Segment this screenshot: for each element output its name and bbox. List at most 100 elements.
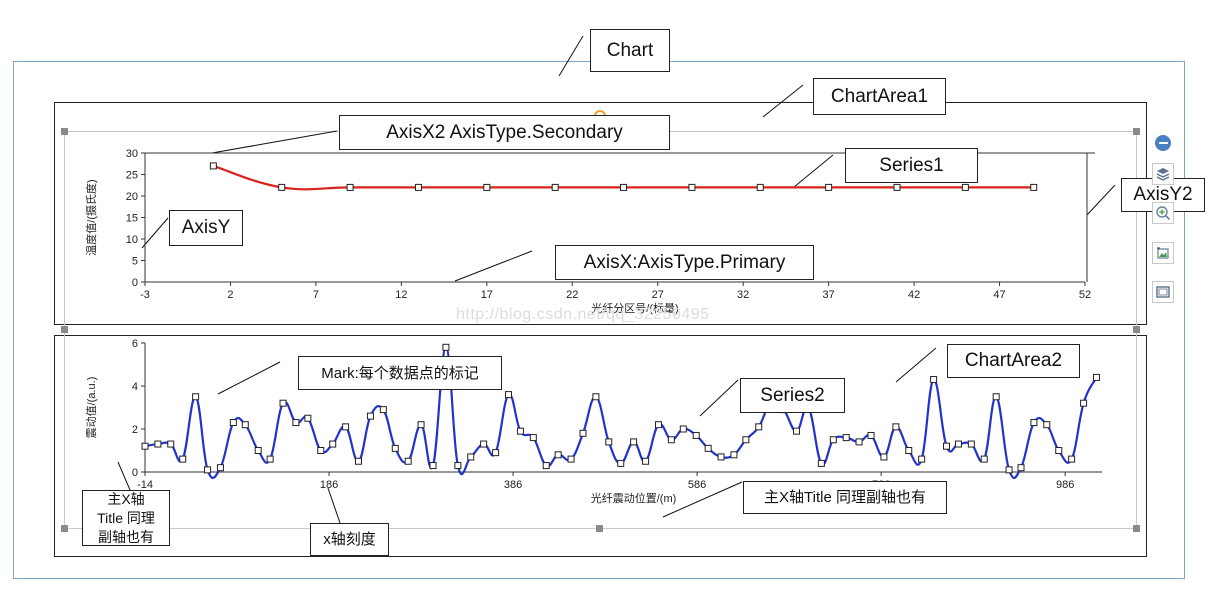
data-point-marker	[688, 183, 696, 191]
data-point-marker	[492, 449, 500, 457]
minus-circle-icon[interactable]	[1155, 135, 1171, 151]
data-point-marker	[204, 466, 212, 474]
data-point-marker	[704, 444, 712, 452]
data-point-marker	[154, 440, 162, 448]
leader-series2	[699, 379, 739, 417]
resize-handle-mr[interactable]	[1133, 326, 1140, 333]
leader-lines	[117, 35, 1116, 524]
data-point-marker	[620, 183, 628, 191]
zoom-in-icon[interactable]	[1152, 202, 1174, 224]
data-point-marker	[579, 429, 587, 437]
data-point-marker	[630, 438, 638, 446]
layers-icon[interactable]	[1152, 163, 1174, 185]
callout-axisx-primary: AxisX:AxisType.Primary	[555, 245, 814, 280]
data-point-marker	[730, 451, 738, 459]
data-point-marker	[1080, 399, 1088, 407]
data-point-marker	[1017, 464, 1025, 472]
chart-toolbar	[1150, 133, 1176, 313]
x-tick-label: 37	[823, 289, 835, 301]
data-point-marker	[742, 436, 750, 444]
x-tick-label: 186	[320, 479, 338, 491]
y-tick-label: 20	[126, 191, 138, 203]
callout-x-title-right: 主X轴Title 同理副轴也有	[743, 481, 947, 514]
data-point-marker	[1068, 455, 1076, 463]
leader-chartarea1	[762, 84, 804, 118]
fullscreen-icon[interactable]	[1152, 281, 1174, 303]
resize-handle-ml[interactable]	[61, 326, 68, 333]
data-point-marker	[342, 423, 350, 431]
y-axis-title: 震动值/(a.u.)	[85, 377, 98, 439]
data-point-marker	[429, 462, 437, 470]
data-point-marker	[980, 455, 988, 463]
x-tick-label: 22	[566, 289, 578, 301]
y-tick-label: 5	[132, 256, 138, 268]
callout-x-title: 主X轴 Title 同理 副轴也有	[82, 490, 170, 546]
data-point-marker	[141, 442, 149, 450]
callout-x-title-line3: 副轴也有	[98, 528, 154, 545]
y-tick-label: 4	[132, 381, 138, 393]
data-point-marker	[654, 421, 662, 429]
x-tick-label: -3	[140, 289, 150, 301]
image-edit-icon[interactable]	[1152, 242, 1174, 264]
data-point-marker	[414, 183, 422, 191]
leader-axisx2	[211, 130, 338, 154]
data-point-marker	[842, 434, 850, 442]
data-point-marker	[551, 183, 559, 191]
data-point-marker	[918, 455, 926, 463]
data-point-marker	[679, 425, 687, 433]
x-tick-label: 586	[688, 479, 706, 491]
data-point-marker	[992, 393, 1000, 401]
data-point-marker	[954, 440, 962, 448]
x-tick-label: 386	[504, 479, 522, 491]
data-point-marker	[893, 183, 901, 191]
data-point-marker	[1030, 419, 1038, 427]
data-point-marker	[216, 464, 224, 472]
data-point-marker	[366, 412, 374, 420]
x-tick-label: 7	[313, 289, 319, 301]
y-tick-label: 6	[132, 338, 138, 350]
x-tick-label: 2	[227, 289, 233, 301]
leader-x-title-right	[662, 481, 743, 518]
y-tick-label: 10	[126, 234, 138, 246]
data-point-marker	[516, 427, 524, 435]
resize-handle-bl[interactable]	[61, 525, 68, 532]
data-point-marker	[529, 434, 537, 442]
data-point-marker	[192, 393, 200, 401]
data-point-marker	[542, 462, 550, 470]
data-point-marker	[792, 427, 800, 435]
data-point-marker	[605, 438, 613, 446]
x-tick-label: 32	[737, 289, 749, 301]
y-axis-title: 温度值/(摄氏度)	[84, 179, 98, 255]
resize-handle-tl[interactable]	[61, 128, 68, 135]
leader-axisx-primary	[454, 250, 533, 282]
data-point-marker	[825, 183, 833, 191]
data-point-marker	[717, 453, 725, 461]
data-point-marker	[179, 455, 187, 463]
data-point-marker	[504, 391, 512, 399]
y-tick-label: 15	[126, 213, 138, 225]
data-point-marker	[1092, 373, 1100, 381]
data-point-marker	[1043, 421, 1051, 429]
y-tick-label: 30	[126, 148, 138, 160]
data-point-marker	[379, 406, 387, 414]
data-point-marker	[867, 431, 875, 439]
callout-chartarea1: ChartArea1	[813, 78, 946, 115]
data-point-marker	[756, 183, 764, 191]
resize-handle-br[interactable]	[1133, 525, 1140, 532]
chartarea2-box	[54, 335, 1147, 557]
data-point-marker	[454, 462, 462, 470]
data-point-marker	[329, 440, 337, 448]
resize-handle-tr[interactable]	[1133, 128, 1140, 135]
resize-handle-bm[interactable]	[596, 525, 603, 532]
leader-chart	[558, 35, 584, 77]
data-point-marker	[266, 455, 274, 463]
data-point-marker	[442, 343, 450, 351]
callout-series1: Series1	[845, 148, 978, 183]
x-tick-label: 27	[652, 289, 664, 301]
leader-chartarea2	[895, 347, 937, 383]
data-point-marker	[855, 438, 863, 446]
data-point-marker	[554, 451, 562, 459]
leader-x-title	[117, 461, 131, 491]
x-tick-label: 52	[1079, 289, 1091, 301]
